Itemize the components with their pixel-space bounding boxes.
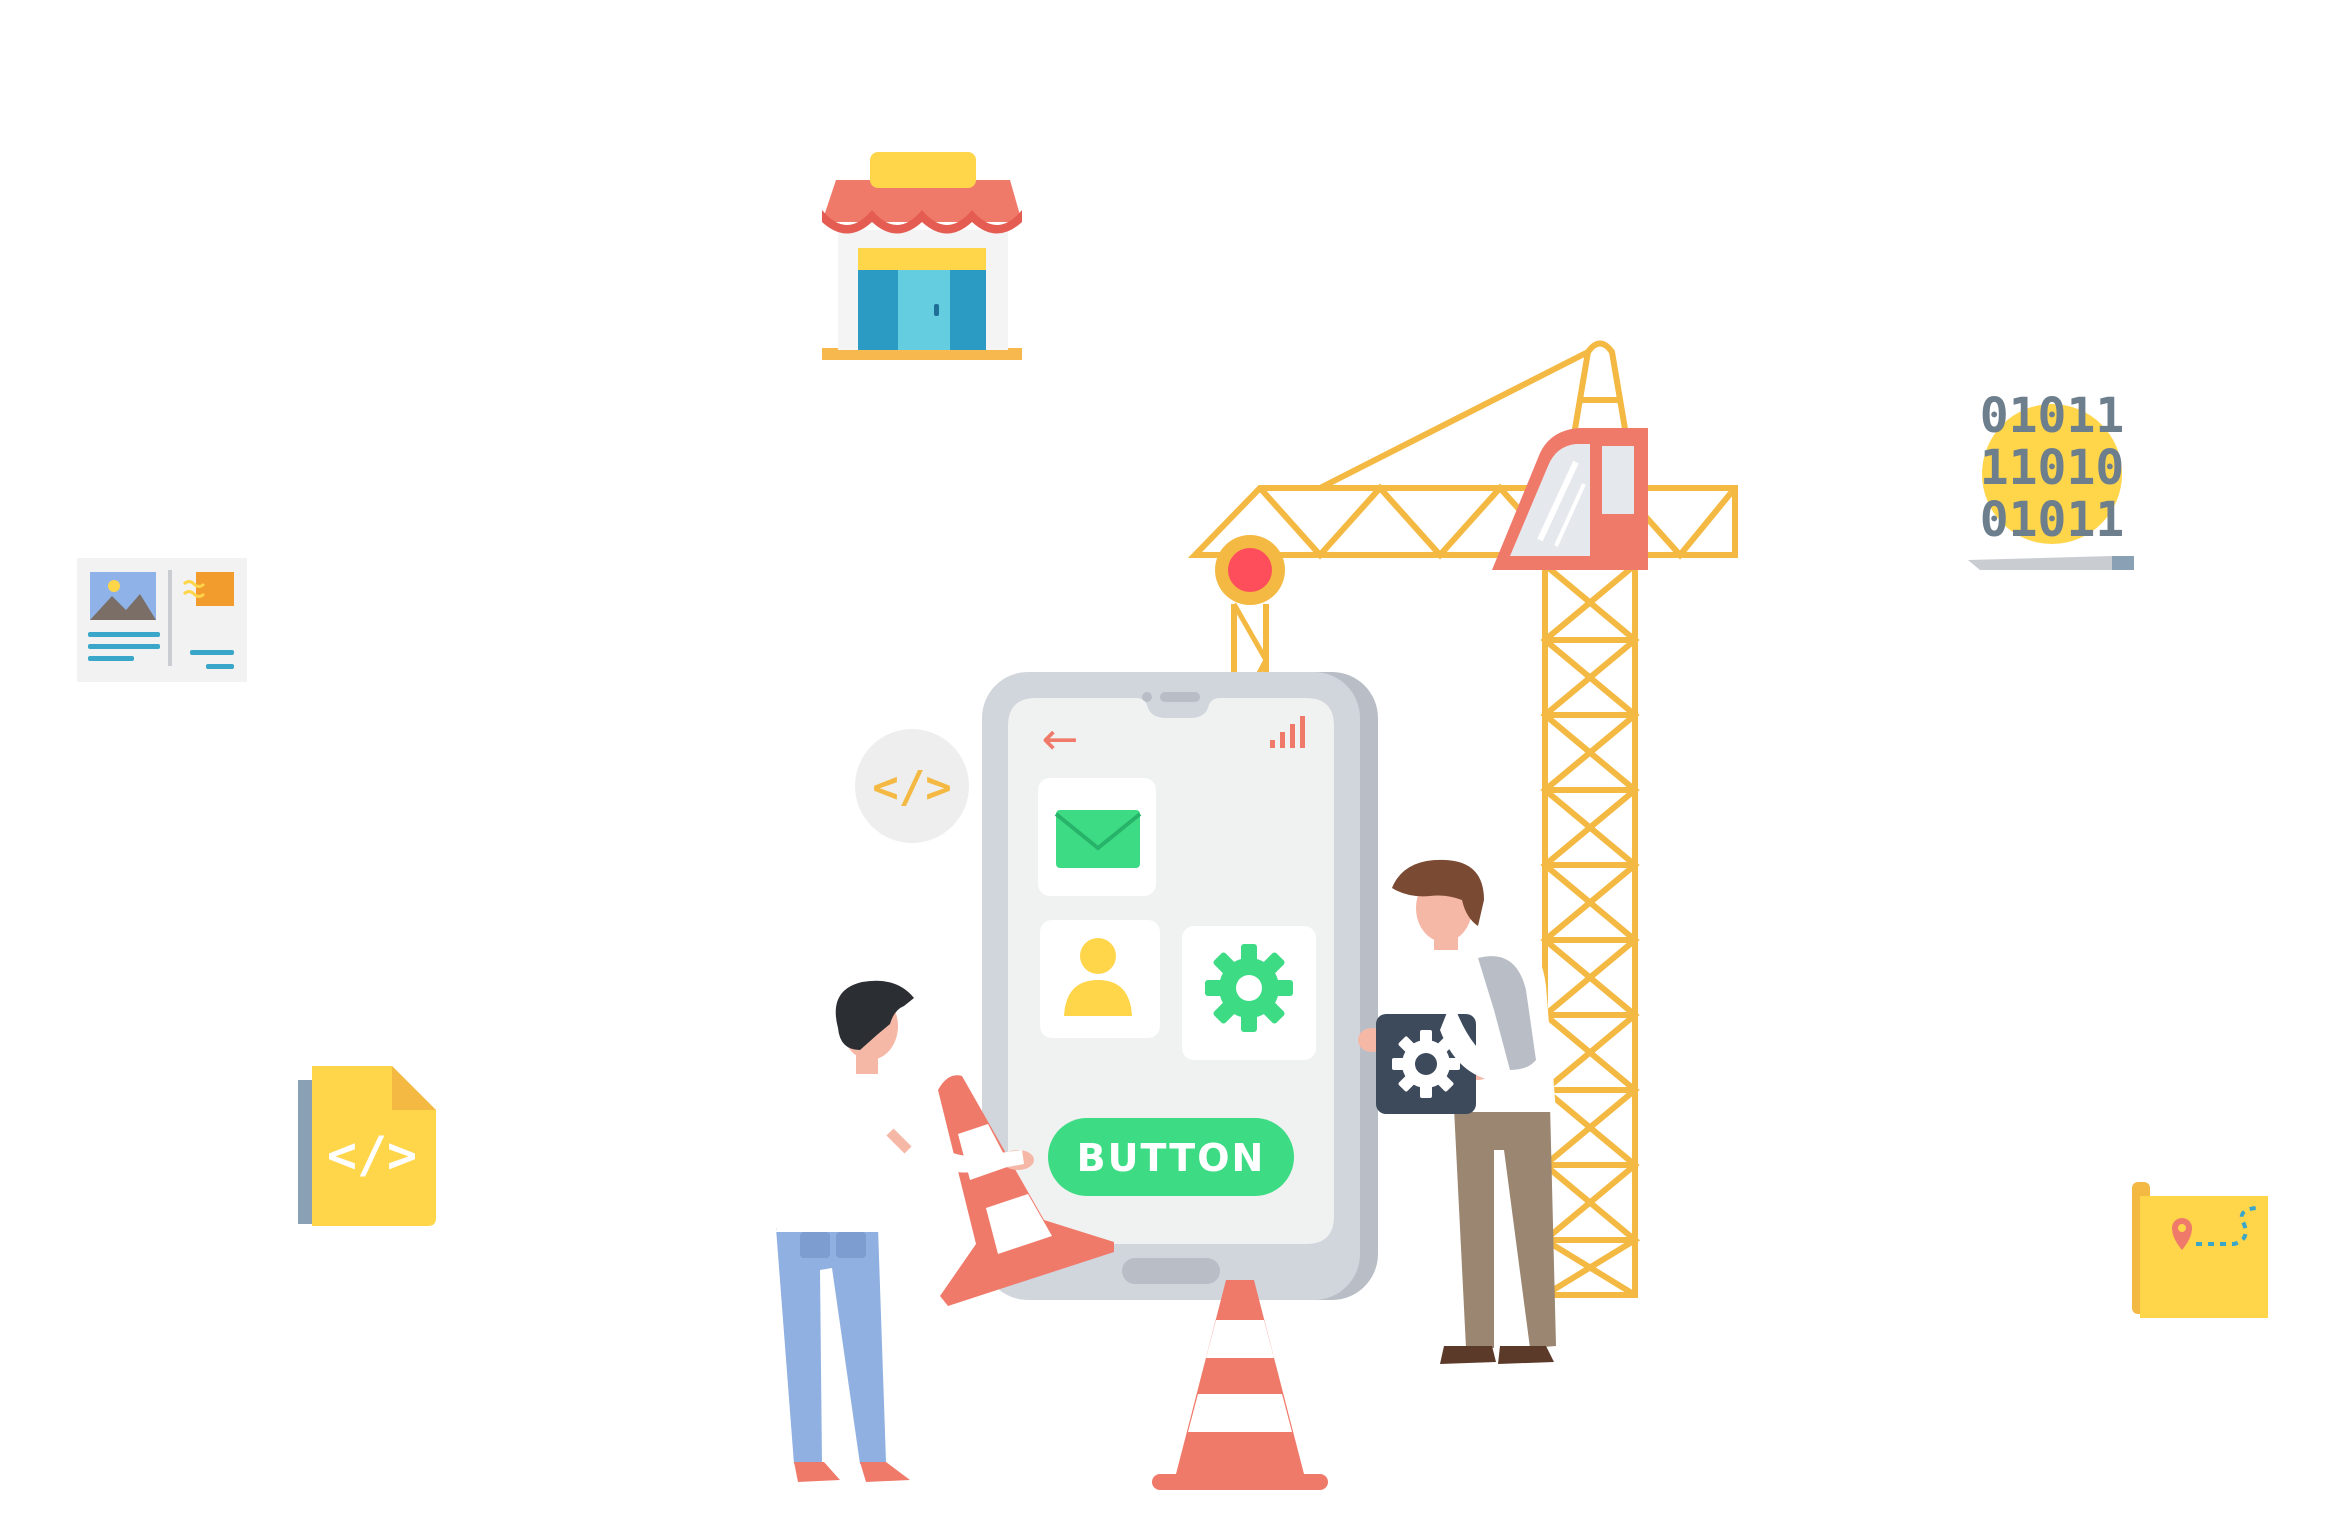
map-icon xyxy=(2132,1182,2268,1318)
crane xyxy=(1187,340,1738,1298)
code-badge-text: </> xyxy=(872,762,951,813)
traffic-cone-carried xyxy=(912,1075,1114,1306)
signal-icon xyxy=(1270,716,1305,748)
user-app-tile[interactable] xyxy=(1040,920,1160,1038)
shop-icon xyxy=(822,152,1022,360)
settings-tile-carried xyxy=(1376,1000,1494,1114)
user-icon xyxy=(1064,938,1132,1016)
binary-code-icon: 01011 11010 01011 xyxy=(1968,388,2134,570)
code-file-text: </> xyxy=(327,1126,417,1184)
phone-mockup: ← xyxy=(982,672,1378,1300)
person-left xyxy=(776,980,992,1482)
image-layout-icon xyxy=(77,558,247,682)
gear-icon xyxy=(1205,944,1293,1032)
code-badge: </> xyxy=(855,729,969,843)
code-file-icon: </> xyxy=(298,1066,436,1226)
traffic-cone-ground xyxy=(1152,1280,1328,1490)
crane-cabin xyxy=(1492,428,1648,570)
button-label: BUTTON xyxy=(1077,1136,1266,1180)
back-arrow-icon[interactable]: ← xyxy=(1042,714,1079,765)
button-mockup[interactable]: BUTTON xyxy=(1048,1118,1294,1196)
gear-dark-icon xyxy=(1392,1030,1460,1098)
binary-line-3: 01011 xyxy=(1980,492,2125,548)
binary-line-1: 01011 xyxy=(1980,388,2125,444)
binary-line-2: 11010 xyxy=(1980,440,2125,496)
mail-icon xyxy=(1054,810,1142,868)
